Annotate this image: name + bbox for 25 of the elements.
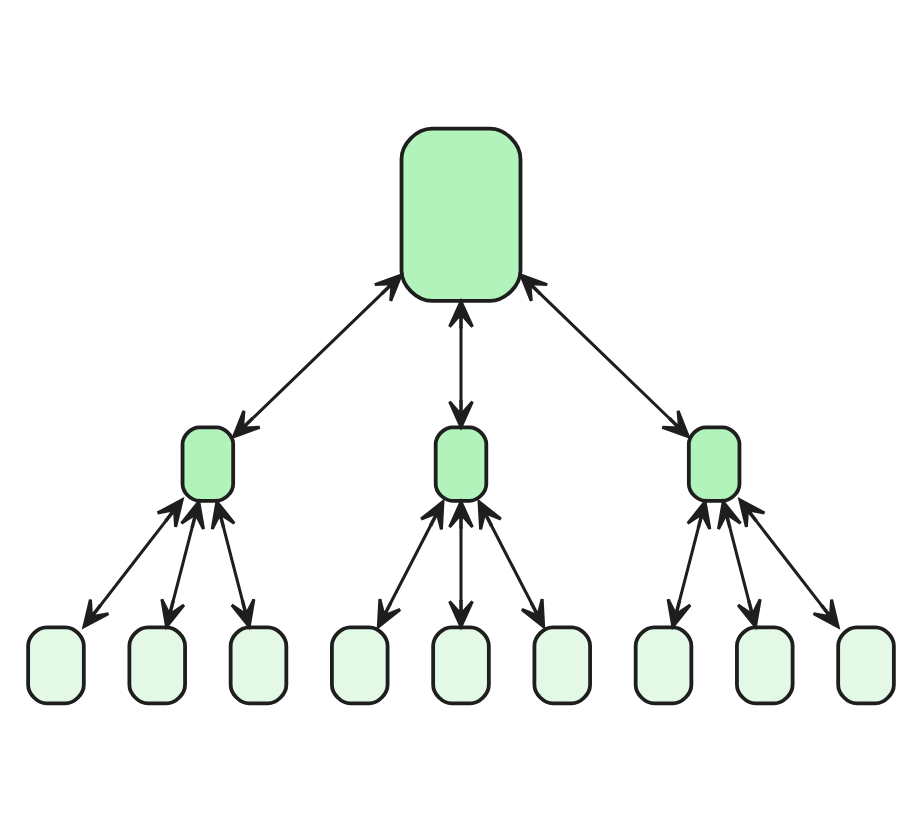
arrow — [81, 497, 183, 628]
node-box — [835, 624, 895, 705]
arrow — [447, 499, 473, 628]
node-box — [329, 624, 389, 705]
arrow — [518, 272, 689, 438]
arrow — [209, 499, 255, 628]
arrow — [375, 499, 444, 628]
node-box — [398, 125, 522, 302]
node-box — [179, 424, 235, 502]
node-box — [734, 624, 794, 705]
node-box — [25, 624, 85, 705]
node-box — [227, 624, 288, 705]
node-box — [430, 624, 490, 705]
arrow — [716, 499, 761, 628]
arrow — [231, 272, 402, 438]
arrow — [159, 499, 204, 628]
node-box — [632, 624, 693, 705]
arrow — [737, 497, 839, 628]
arrow — [665, 499, 711, 628]
arrow — [447, 298, 473, 428]
arrow — [476, 499, 545, 628]
node-box — [531, 624, 591, 705]
node-box — [685, 424, 741, 502]
node-box — [126, 624, 186, 705]
node-box — [432, 424, 488, 502]
